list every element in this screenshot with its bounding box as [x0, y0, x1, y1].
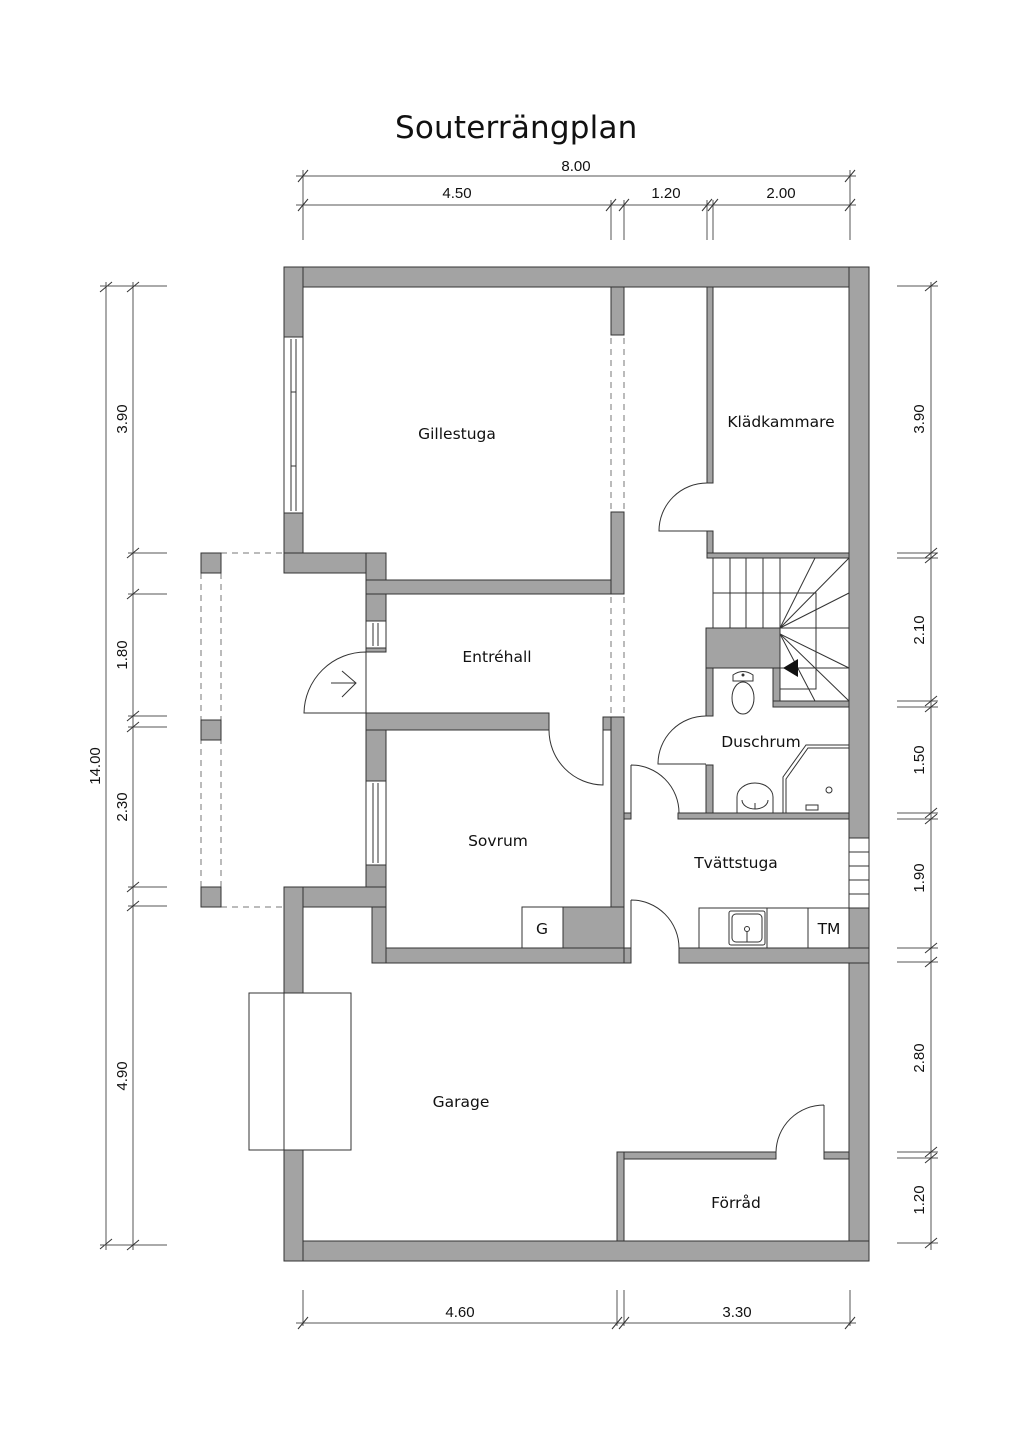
dryer-label: TM [817, 920, 841, 938]
boiler: G [521, 906, 564, 949]
room-label-garage: Garage [433, 1093, 490, 1111]
porch-outline [200, 552, 285, 908]
dim-right-seg-1: 3.90 [911, 404, 928, 433]
toilet-icon [731, 671, 755, 715]
door-duschrum[interactable] [657, 715, 707, 765]
exterior-steps [848, 837, 870, 909]
room-label-duschrum: Duschrum [721, 733, 800, 751]
dim-top-seg-3: 2.00 [766, 185, 795, 202]
staircase [712, 557, 850, 702]
door-forrad[interactable] [775, 1104, 825, 1153]
dimension-bottom: 4.60 3.30 [296, 1290, 856, 1330]
sink-icon [736, 782, 774, 813]
walls [283, 266, 870, 1262]
garage-door[interactable] [248, 992, 352, 1151]
dim-left-total: 14.00 [87, 747, 104, 785]
dim-bottom-seg-1: 4.60 [445, 1304, 474, 1321]
porch-pillar [200, 886, 222, 908]
dim-right-seg-5: 2.80 [911, 1043, 928, 1072]
dim-left-seg-1: 3.90 [114, 404, 131, 433]
porch-pillar [200, 719, 222, 741]
laundry-sink-icon [728, 910, 766, 946]
entrance-door[interactable] [303, 651, 367, 714]
door-kladkammare[interactable] [658, 482, 708, 532]
dim-left-seg-2: 1.80 [114, 640, 131, 669]
door-tvattstuga-lower[interactable] [630, 899, 680, 949]
laundry-fixtures: TM [698, 837, 870, 949]
dimension-left: 14.00 3.90 1.80 2.30 4.90 [87, 281, 167, 1251]
room-label-entrehall: Entréhall [462, 648, 531, 666]
window-entrehall [365, 620, 387, 649]
dim-top-seg-1: 4.50 [442, 185, 471, 202]
room-label-sovrum: Sovrum [468, 832, 528, 850]
dimension-right: 3.90 2.10 1.50 1.90 2.80 1.20 [897, 280, 938, 1250]
door-sovrum[interactable] [548, 729, 604, 786]
doors [303, 482, 825, 1153]
window-sovrum [365, 780, 387, 866]
room-labels: Gillestuga Klädkammare Entréhall Duschru… [418, 413, 835, 1212]
stair-direction-arrow-icon [783, 659, 798, 677]
room-label-gillestuga: Gillestuga [418, 425, 496, 443]
dim-right-seg-6: 1.20 [911, 1185, 928, 1214]
shower-icon [782, 744, 849, 813]
dim-right-seg-4: 1.90 [911, 863, 928, 892]
dim-left-seg-4: 4.90 [114, 1061, 131, 1090]
dim-right-seg-3: 1.50 [911, 745, 928, 774]
room-label-tvattstuga: Tvättstuga [693, 854, 778, 872]
dim-bottom-seg-2: 3.30 [722, 1304, 751, 1321]
porch-pillar [200, 552, 222, 574]
room-label-kladkammare: Klädkammare [727, 413, 834, 431]
room-label-forrad: Förråd [711, 1194, 761, 1212]
dim-right-seg-2: 2.10 [911, 615, 928, 644]
dim-top-total: 8.00 [561, 158, 590, 175]
window-gillestuga [283, 336, 304, 514]
windows [283, 336, 387, 866]
open-passages [610, 338, 625, 714]
plan-title: Souterrängplan [395, 110, 638, 146]
boiler-label: G [536, 920, 548, 938]
bathroom-fixtures [731, 671, 849, 813]
dimension-top: 8.00 4.50 1.20 2.00 [296, 158, 856, 240]
door-tvattstuga-upper[interactable] [630, 764, 680, 814]
dim-top-seg-2: 1.20 [651, 185, 680, 202]
dim-left-seg-3: 2.30 [114, 792, 131, 821]
